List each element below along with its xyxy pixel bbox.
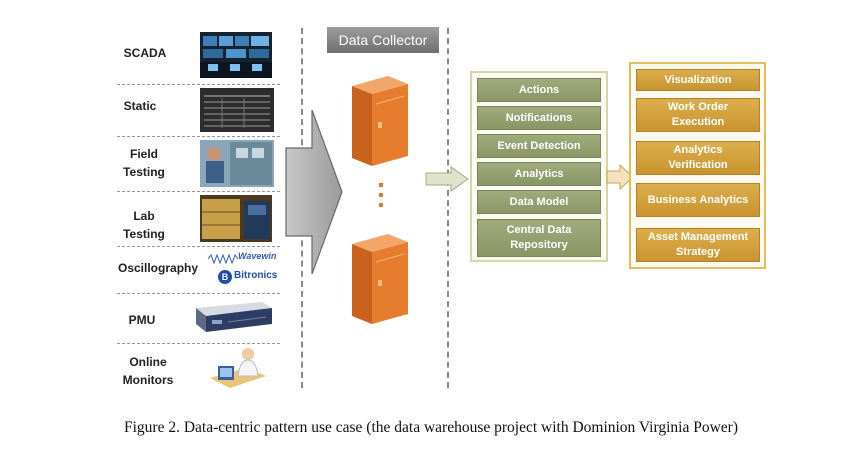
separator-line [117,136,280,137]
application-item-business-analytics: Business Analytics [636,183,760,217]
separator-line [117,84,280,85]
divider-line [447,28,449,388]
figure-caption: Figure 2. Data-centric pattern use case … [124,419,738,436]
large-right-arrow-icon [285,109,343,275]
bitronics-badge-icon: B [218,270,232,284]
wave-icon [208,254,238,264]
right-arrow-icon [606,164,634,190]
wavewin-logo: Wavewin [238,251,277,261]
source-label-static: Static [123,99,157,113]
field-testing-photo [200,140,274,187]
application-item-visualization: Visualization [636,69,760,91]
processing-item-analytics: Analytics [477,162,601,186]
oscillography-logos: Wavewin B Bitronics [208,250,283,290]
separator-line [117,246,280,247]
separator-line [117,343,280,344]
source-label-online-monitors: Online Monitors [122,355,174,387]
control-room-image [200,32,272,78]
processing-item-central-data-repository: Central Data Repository [477,219,601,257]
pmu-device-image [192,298,274,340]
source-label-oscillography: Oscillography [118,261,199,275]
separator-line [117,191,280,192]
source-label-pmu: PMU [128,313,156,327]
bitronics-logo: Bitronics [234,270,278,281]
source-label-scada: SCADA [123,46,167,60]
processing-item-notifications: Notifications [477,106,601,130]
source-label-lab-testing: Lab Testing [123,209,165,241]
processing-item-data-model: Data Model [477,190,601,214]
static-data-table-image [200,88,274,132]
source-label-field-testing: Field Testing [123,147,165,179]
application-item-work-order-execution: Work Order Execution [636,98,760,132]
right-arrow-icon [425,166,469,192]
server-icon [352,76,408,166]
application-item-analytics-verification: Analytics Verification [636,141,760,175]
separator-line [117,293,280,294]
lab-equipment-photo [200,195,272,242]
online-monitor-person-icon [206,346,268,392]
server-icon [352,234,408,324]
data-collector-header: Data Collector [327,27,439,53]
processing-item-event-detection: Event Detection [477,134,601,158]
processing-item-actions: Actions [477,78,601,102]
application-item-asset-management-strategy: Asset Management Strategy [636,228,760,262]
